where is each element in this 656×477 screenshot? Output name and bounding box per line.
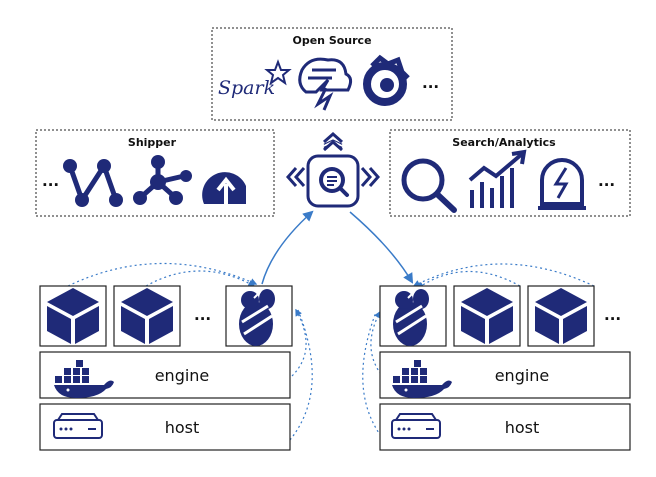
magnifier-icon xyxy=(401,158,457,213)
trend-chart-icon xyxy=(468,149,527,208)
shipper-ellipsis: ... xyxy=(42,172,59,190)
right-flow-arrow xyxy=(349,211,414,284)
right-chevrons-icon xyxy=(360,167,381,187)
docker-whale-icon xyxy=(392,360,452,398)
engine-label: engine xyxy=(495,366,550,385)
spark-logo-text: Spark xyxy=(218,77,275,99)
search-analytics-ellipsis: ... xyxy=(598,172,615,190)
left-flow-arrow xyxy=(261,210,314,285)
right-node-ellipsis: ... xyxy=(604,306,621,324)
host-layer xyxy=(379,403,631,451)
spark-logo-icon: Spark xyxy=(218,59,292,99)
center-component: ︽ xyxy=(285,127,381,208)
host-label: host xyxy=(165,418,200,437)
search-analytics-panel: Search/Analytics ... xyxy=(389,129,631,217)
docker-whale-icon xyxy=(54,360,114,398)
shipper-panel: Shipper ... xyxy=(35,129,275,217)
server-icon xyxy=(391,413,441,439)
alert-dome-icon xyxy=(538,158,586,210)
graph-nodes-icon xyxy=(63,159,123,207)
search-doc-icon xyxy=(306,154,360,208)
search-analytics-title: Search/Analytics xyxy=(452,136,556,149)
shipper-title: Shipper xyxy=(128,136,177,149)
ship-arrow-icon xyxy=(202,172,246,204)
open-source-ellipsis: ... xyxy=(422,74,439,92)
host-label: host xyxy=(505,418,540,437)
left-chevrons-icon xyxy=(285,167,306,187)
engine-label: engine xyxy=(155,366,210,385)
open-source-panel: Open Source Spark ... xyxy=(211,27,453,121)
host-layer xyxy=(39,403,291,451)
right-node: ... engine host xyxy=(362,263,631,451)
tree-nodes-icon xyxy=(133,155,192,205)
grafana-logo-icon xyxy=(363,54,410,106)
left-node-ellipsis: ... xyxy=(194,306,211,324)
open-source-title: Open Source xyxy=(292,34,371,47)
server-icon xyxy=(53,413,103,439)
left-node: ... engine host xyxy=(39,262,313,451)
storm-cloud-icon xyxy=(298,57,353,111)
